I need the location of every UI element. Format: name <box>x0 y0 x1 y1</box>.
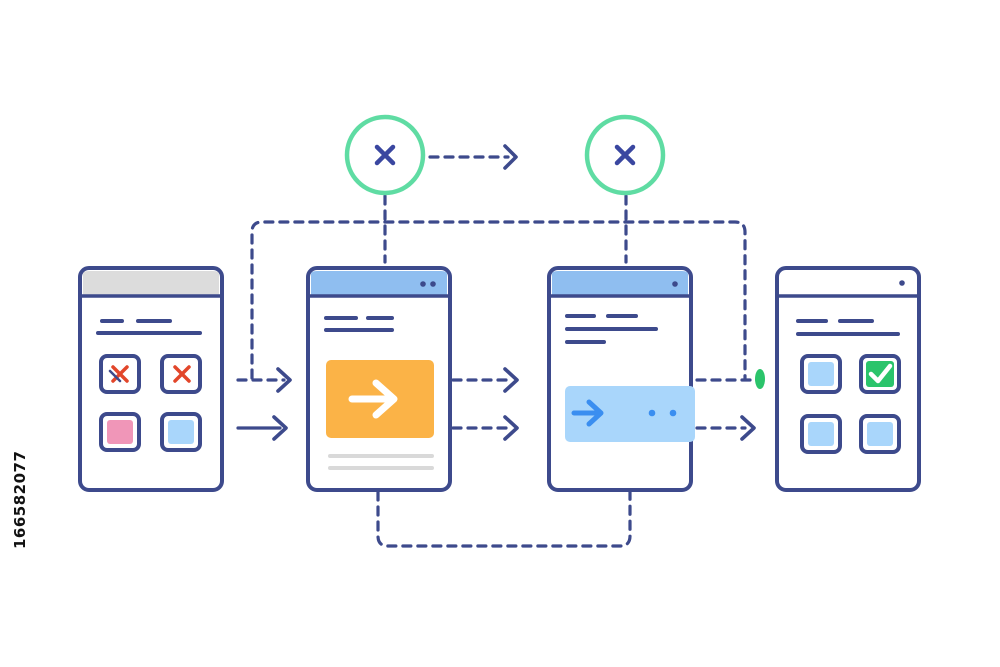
loop-connector-top <box>250 220 747 380</box>
connector-end-dot <box>755 369 765 389</box>
progress-bar <box>565 386 695 442</box>
arrowhead-f <box>740 415 756 441</box>
screen-4 <box>775 266 921 492</box>
close-icon <box>614 144 636 166</box>
window-dot <box>420 281 426 287</box>
option-box-blue-fill <box>808 422 834 446</box>
screen-1 <box>78 266 224 492</box>
window-dot <box>430 281 436 287</box>
text-lines <box>324 316 394 332</box>
error-node-left <box>344 114 426 196</box>
window-dot <box>672 281 678 287</box>
text-lines <box>96 319 202 335</box>
arrow-right-icon <box>348 379 398 419</box>
arrowhead-d <box>503 415 519 441</box>
loading-dot <box>669 409 677 417</box>
close-icon <box>111 365 129 383</box>
screen-2 <box>306 266 452 492</box>
screen-header <box>552 271 688 295</box>
check-icon <box>868 363 893 384</box>
screen-frame <box>547 266 693 492</box>
arrow-right-icon <box>571 399 604 427</box>
option-box-blue-fill <box>867 422 893 446</box>
arrowhead-b <box>272 415 288 441</box>
screen-header <box>83 271 219 295</box>
option-box-blue-fill <box>808 362 834 386</box>
option-box-pink-fill <box>107 420 133 444</box>
loop-connector-bottom <box>376 490 632 548</box>
close-icon-shadow <box>108 369 122 383</box>
text-lines <box>796 319 900 336</box>
screen-header <box>311 271 447 295</box>
footer-lines <box>328 454 434 470</box>
arrowhead-a <box>276 367 292 393</box>
window-dot <box>899 280 905 286</box>
close-icon <box>173 365 191 383</box>
text-lines <box>565 314 658 344</box>
screen-3 <box>547 266 695 492</box>
arrowhead-error <box>503 144 518 170</box>
error-node-right <box>584 114 666 196</box>
close-icon <box>374 144 396 166</box>
loading-dot <box>648 409 656 417</box>
option-box-blue-fill <box>168 420 194 444</box>
arrowhead-c <box>503 367 519 393</box>
